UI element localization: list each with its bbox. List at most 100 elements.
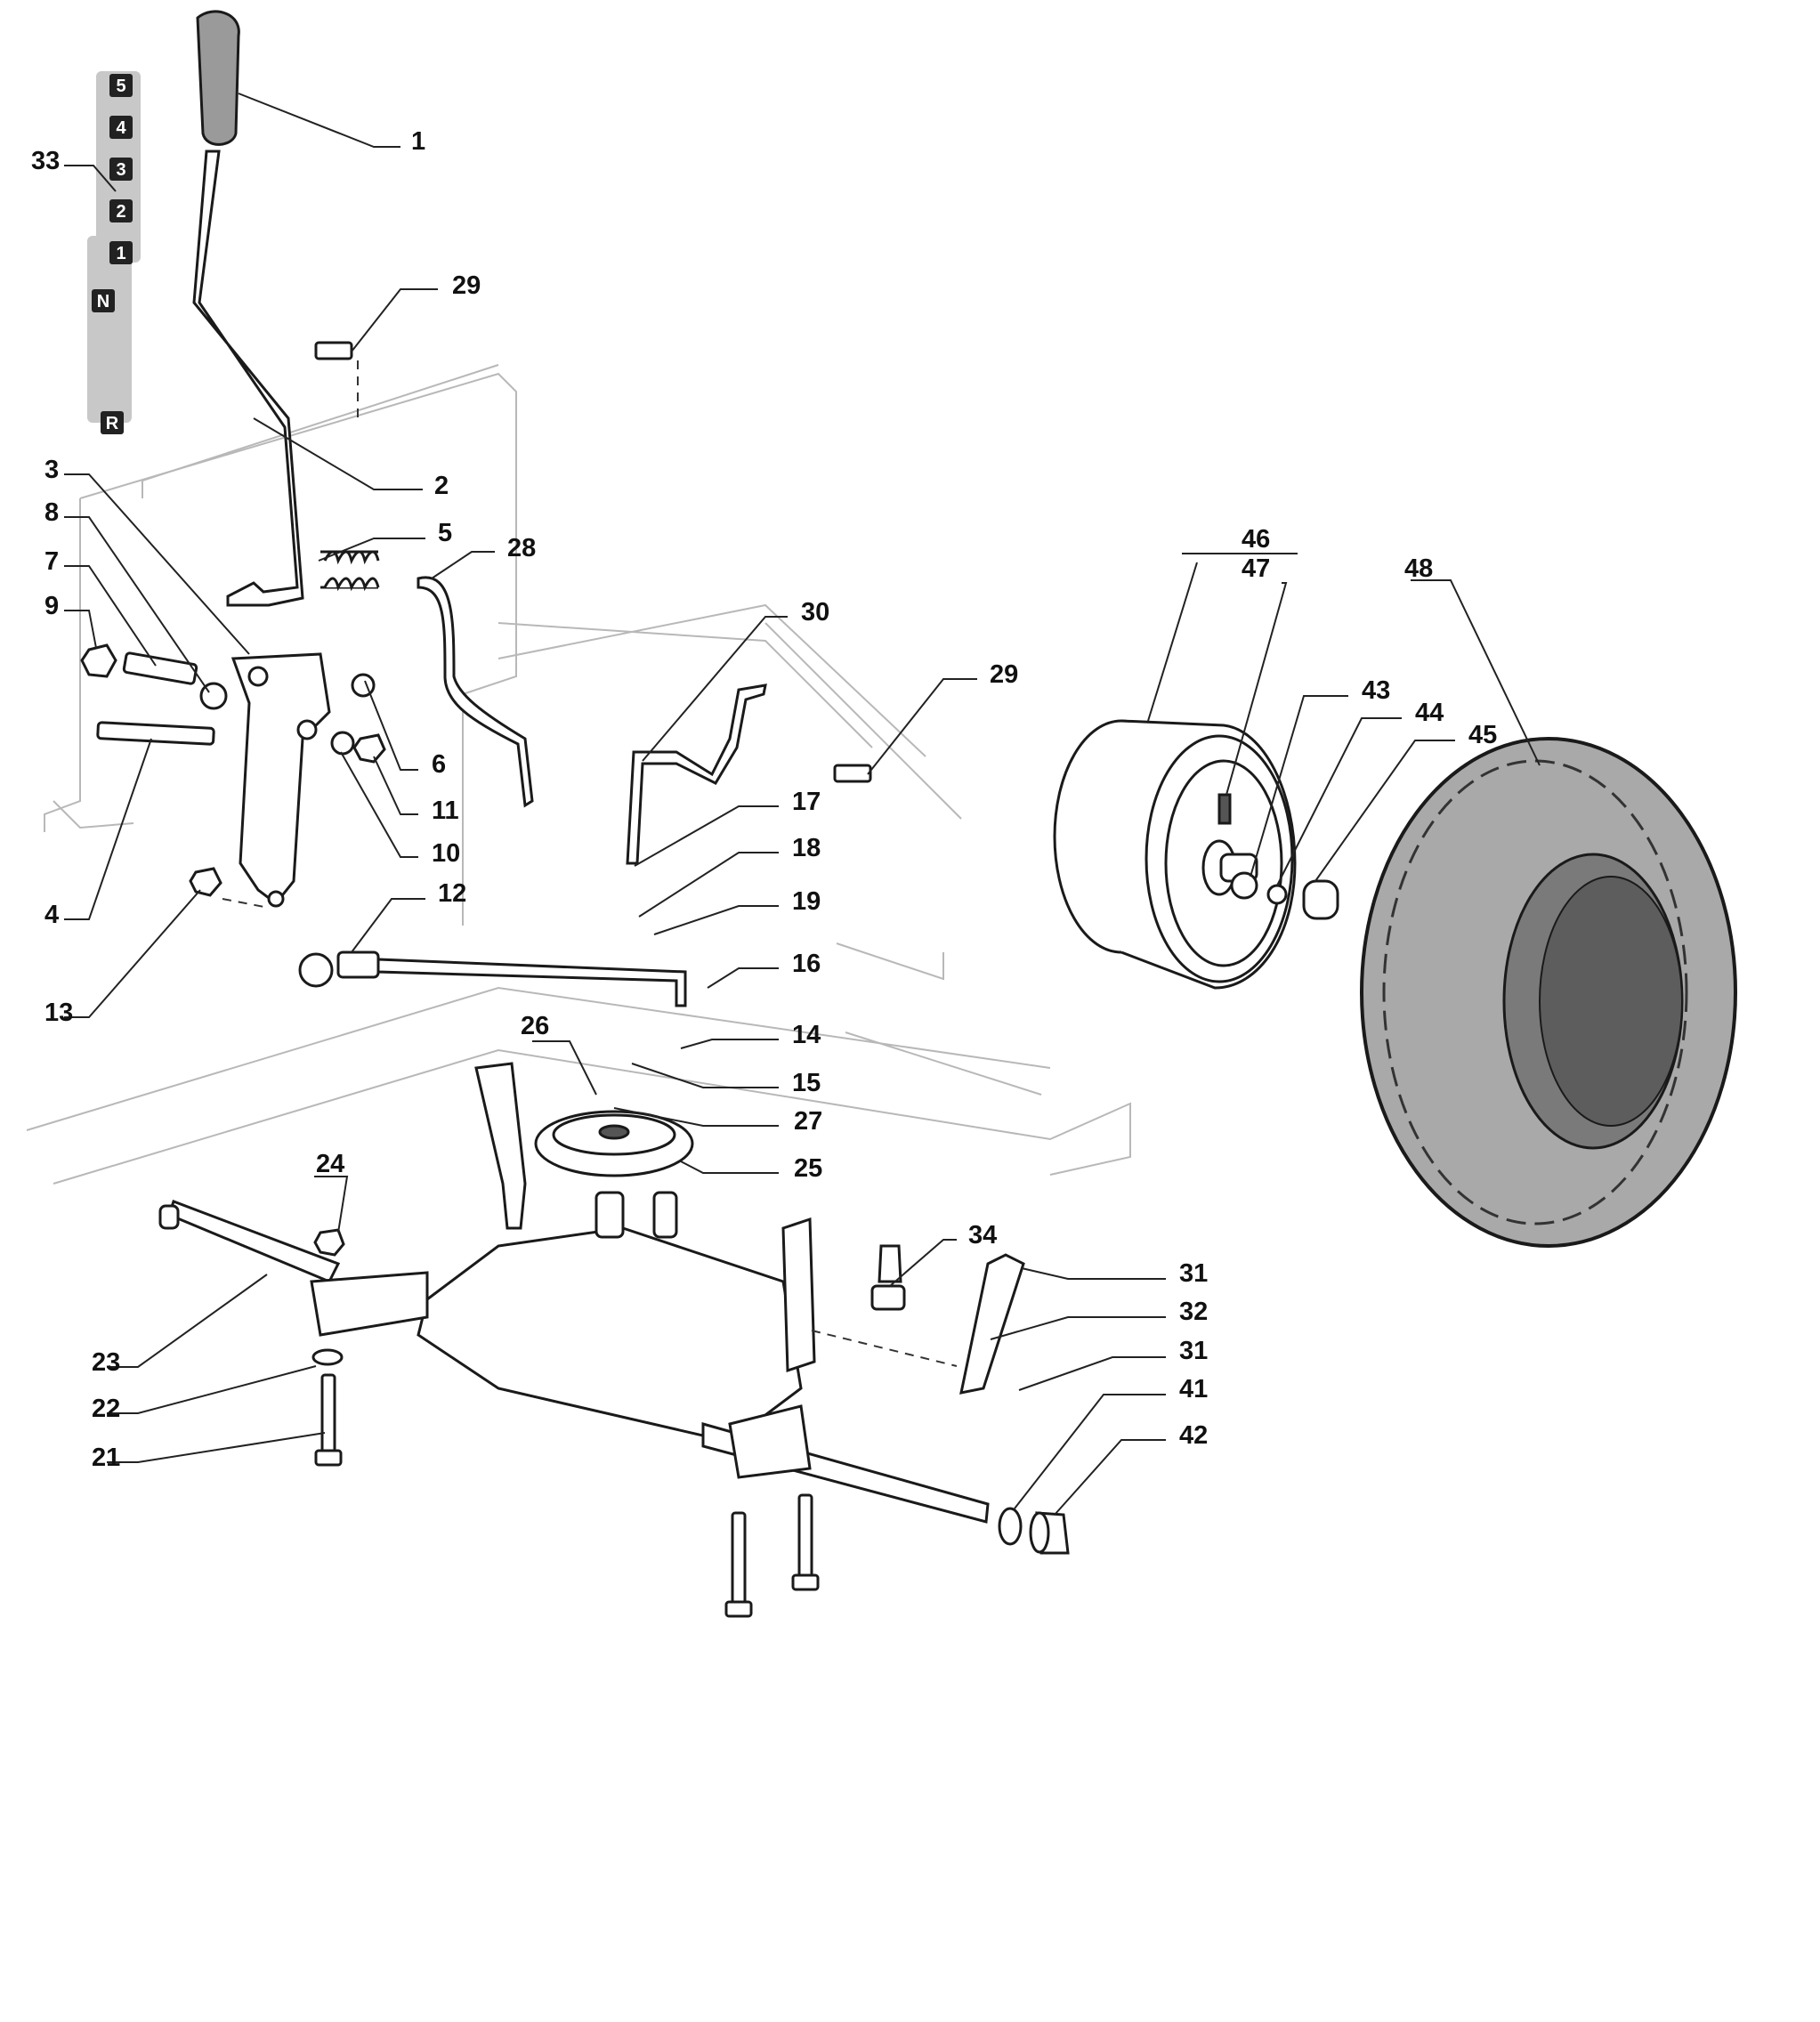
vertical-bolts [311, 1228, 820, 1618]
gear-badge-label: 3 [116, 160, 125, 180]
callout-45: 45 [1468, 721, 1497, 749]
leader-line-27 [613, 1107, 779, 1127]
callout-9: 9 [44, 592, 59, 620]
leader-line-17 [634, 805, 779, 867]
gear-badge-label: 4 [116, 118, 126, 138]
rod-28 [417, 576, 534, 808]
callout-29: 29 [452, 271, 481, 300]
leader-line-34 [889, 1239, 957, 1287]
callout-11: 11 [432, 797, 459, 825]
callout-2: 2 [434, 472, 449, 500]
leader-line-16 [707, 967, 779, 989]
leader-line-44 [1276, 717, 1402, 886]
leader-line-13 [64, 889, 201, 1018]
leader-line-8 [64, 516, 210, 693]
switch [870, 1244, 906, 1311]
leader-line-29 [867, 678, 977, 775]
leader-line-48 [1411, 579, 1541, 766]
assembly-axis-switch [811, 1330, 958, 1367]
gear-badge-label: 1 [116, 244, 125, 263]
leader-line-45 [1314, 740, 1455, 882]
gear-badge-label: R [106, 414, 119, 433]
leader-line-22 [107, 1365, 317, 1414]
pulley [534, 1110, 694, 1177]
callout-28: 28 [507, 534, 536, 562]
gear-badge-box [109, 241, 133, 264]
gear-badge-box [109, 199, 133, 222]
leader-line-12 [351, 898, 425, 953]
leader-line-1 [238, 93, 400, 148]
leader-line-18 [638, 852, 779, 918]
assembly-axis-13 [222, 898, 270, 909]
small-fasteners [80, 341, 872, 897]
callout-1: 1 [411, 127, 425, 156]
callout-46: 46 [1242, 525, 1270, 554]
chassis-frame [26, 364, 1131, 1185]
callout-44: 44 [1415, 699, 1444, 727]
transaxle [158, 1191, 990, 1524]
callout-17: 17 [792, 788, 821, 816]
gear-badge-box [101, 411, 124, 434]
rod-30 [626, 683, 767, 865]
callout-7: 7 [44, 547, 59, 576]
leader-line-25 [680, 1161, 779, 1174]
callout-31: 31 [1179, 1259, 1208, 1288]
callout-8: 8 [44, 498, 59, 527]
callout-18: 18 [792, 834, 821, 862]
gear-lever [192, 10, 304, 607]
leader-line-23 [107, 1274, 268, 1368]
wheel-rim [1053, 719, 1339, 990]
gear-badge-box [109, 158, 133, 181]
leader-line-33 [64, 165, 117, 192]
control-arm [231, 652, 331, 908]
callout-23: 23 [92, 1348, 120, 1377]
callout-29: 29 [990, 660, 1018, 689]
callout-32: 32 [1179, 1298, 1208, 1326]
leader-line-26 [532, 1040, 597, 1096]
leader-line-43 [1250, 695, 1348, 878]
leader-line-4 [64, 738, 152, 920]
gear-badge-box [109, 116, 133, 139]
leader-line-10 [340, 751, 418, 858]
leader-line-15 [631, 1063, 779, 1088]
gear-badge-box [92, 289, 115, 312]
leader-line-19 [653, 905, 779, 935]
callout-12: 12 [438, 879, 466, 908]
callout-48: 48 [1404, 554, 1433, 583]
gear-badge-box [109, 74, 133, 97]
callout-43: 43 [1362, 676, 1390, 705]
axle-spacers [998, 1507, 1070, 1555]
callout-42: 42 [1179, 1421, 1208, 1450]
callout-6: 6 [432, 750, 446, 779]
callout-22: 22 [92, 1395, 120, 1423]
callout-31: 31 [1179, 1337, 1208, 1365]
tire [1360, 737, 1737, 1248]
callout-30: 30 [801, 598, 829, 627]
gear-badge-label: 5 [116, 77, 125, 96]
callout-13: 13 [44, 999, 73, 1027]
leader-line-42 [1054, 1439, 1166, 1516]
leader-line-31 [1021, 1267, 1166, 1280]
callout-24: 24 [316, 1150, 344, 1178]
callout-4: 4 [44, 901, 59, 929]
callout-47: 47 [1242, 554, 1270, 583]
leader-lines [64, 93, 1541, 1516]
callout-16: 16 [792, 950, 821, 978]
callout-34: 34 [968, 1221, 997, 1250]
callout-27: 27 [794, 1107, 822, 1136]
leader-line-2 [253, 417, 423, 490]
leader-line-3 [64, 473, 250, 655]
leader-line-14 [680, 1039, 779, 1049]
leader-line-6 [364, 680, 418, 771]
gear-badge-label: 2 [116, 202, 125, 222]
leader-line-7 [64, 565, 157, 667]
leader-line-5 [318, 538, 425, 562]
leader-line-47 [1225, 582, 1288, 796]
callout-41: 41 [1179, 1375, 1208, 1403]
spring [320, 550, 380, 592]
callout-10: 10 [432, 839, 460, 868]
callout-14: 14 [792, 1021, 821, 1049]
